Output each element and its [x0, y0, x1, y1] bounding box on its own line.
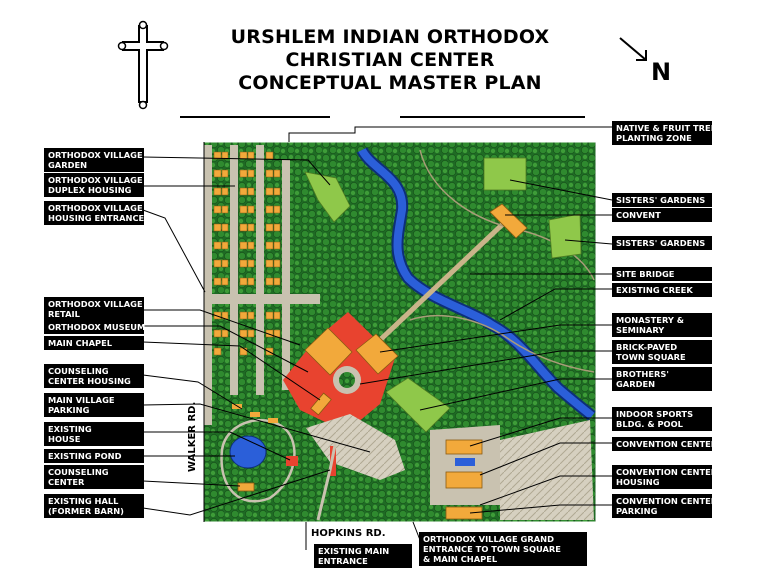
- label-site-bridge: SITE BRIDGE: [612, 267, 712, 281]
- plan-title: URSHLEM INDIAN ORTHODOX CHRISTIAN CENTER…: [180, 26, 600, 95]
- label-existing-pond: EXISTING POND: [44, 449, 144, 463]
- convention-center: [445, 471, 483, 489]
- convention-center-parking: [500, 420, 594, 520]
- label-main-chapel: MAIN CHAPEL: [44, 336, 144, 350]
- convention-center-housing: [445, 506, 483, 520]
- title-rule-left: [180, 116, 330, 118]
- label-existing-hall: EXISTING HALL(FORMER BARN): [44, 494, 144, 518]
- village-retail: [304, 327, 353, 376]
- label-existing-creek: EXISTING CREEK: [612, 283, 712, 297]
- pool: [455, 458, 475, 466]
- leader-lines: [142, 126, 613, 550]
- village-garden: [304, 171, 351, 223]
- indoor-sports-bldg: [445, 439, 483, 455]
- cross-icon: [117, 20, 169, 110]
- title-line-1: URSHLEM INDIAN ORTHODOX: [230, 26, 550, 48]
- title-line-3: CONCEPTUAL MASTER PLAN: [238, 72, 542, 94]
- existing-pond: [229, 435, 267, 469]
- sisters-garden-south: [548, 213, 582, 259]
- counseling-center: [237, 482, 255, 492]
- sisters-garden-north: [483, 157, 527, 191]
- label-convention-center: CONVENTION CENTER: [612, 437, 717, 451]
- title-line-2: CHRISTIAN CENTER: [285, 49, 495, 71]
- main-village-parking: [306, 414, 405, 480]
- walker-road-label: WALKER RD.: [187, 401, 198, 472]
- label-convent: CONVENT: [612, 208, 712, 222]
- main-chapel: [310, 392, 332, 416]
- brothers-garden: [385, 377, 451, 433]
- existing-house: [286, 456, 298, 466]
- label-sisters-gardens-south: SISTERS' GARDENS: [612, 236, 712, 250]
- north-arrow-icon: [619, 37, 647, 61]
- label-brothers-garden: BROTHERS'GARDEN: [612, 367, 712, 391]
- monastery-seminary: [355, 333, 399, 375]
- label-monastery-seminary: MONASTERY &SEMINARY: [612, 313, 712, 337]
- title-rule-right: [400, 116, 585, 118]
- label-orthodox-museum: ORTHODOX MUSEUM: [44, 320, 145, 334]
- duplex-housing: [213, 151, 281, 356]
- north-label: N: [651, 58, 672, 86]
- convent: [489, 203, 528, 239]
- hopkins-road-label: HOPKINS RD.: [311, 528, 386, 539]
- label-sisters-gardens-north: SISTERS' GARDENS: [612, 193, 712, 207]
- village-roads: [204, 145, 320, 425]
- site-bridge: [378, 220, 507, 342]
